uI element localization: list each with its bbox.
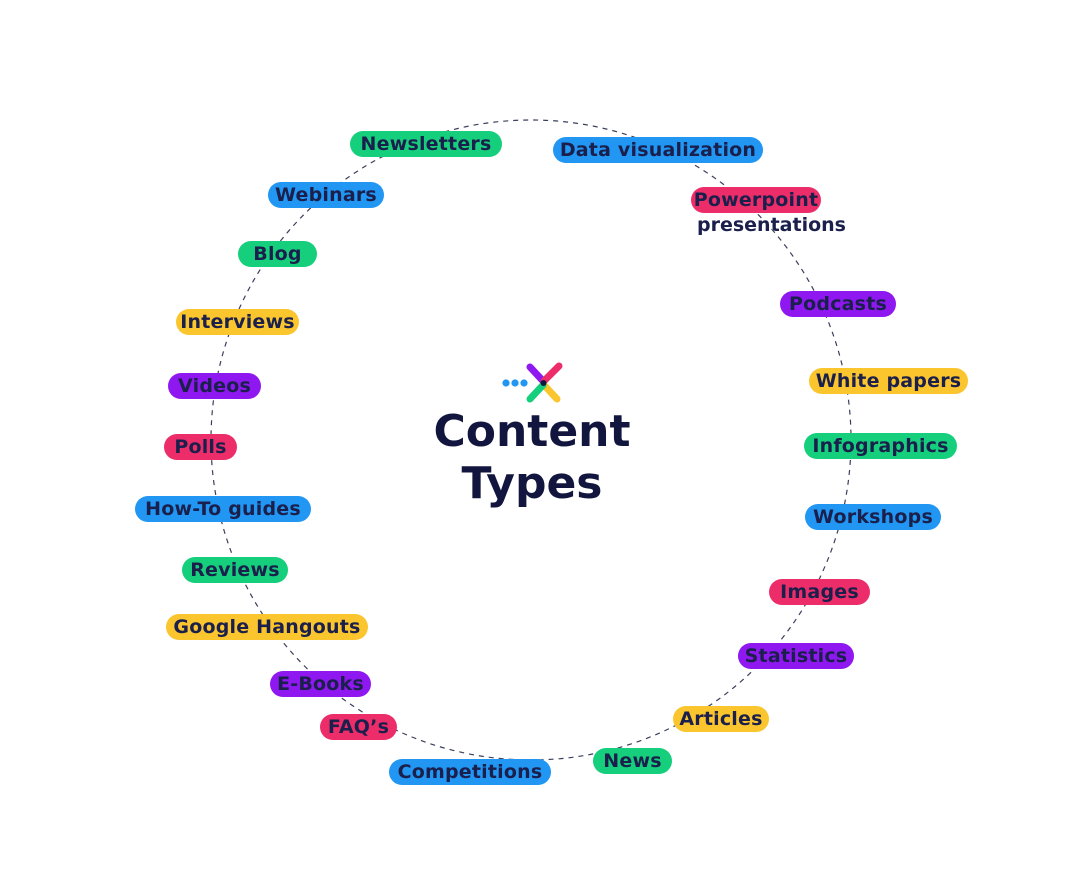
tag-white-papers: White papers <box>809 368 968 394</box>
title-line-2: Types <box>461 458 603 509</box>
tag-podcasts: Podcasts <box>780 291 896 317</box>
tag-reviews: Reviews <box>182 557 288 583</box>
tag-webinars: Webinars <box>268 182 384 208</box>
x-arrow-logo-icon <box>502 362 563 403</box>
tag-news: News <box>593 748 672 774</box>
tag-powerpoint: Powerpoint <box>691 187 821 213</box>
tag-workshops: Workshops <box>805 504 941 530</box>
tag-infographics: Infographics <box>804 433 957 459</box>
title-line-1: Content <box>433 406 631 457</box>
tag-how-to-guides: How-To guides <box>135 496 311 522</box>
tag-google-hangouts: Google Hangouts <box>166 614 368 640</box>
tag-e-books: E-Books <box>270 671 371 697</box>
tag-powerpoint-sublabel: presentations <box>697 214 846 236</box>
tag-newsletters: Newsletters <box>350 131 502 157</box>
tag-videos: Videos <box>168 373 261 399</box>
tag-articles: Articles <box>673 706 769 732</box>
tag-data-visualization: Data visualization <box>553 137 763 163</box>
tag-polls: Polls <box>164 434 237 460</box>
tag-interviews: Interviews <box>176 309 299 335</box>
tag-images: Images <box>769 579 870 605</box>
tag-faqs: FAQ’s <box>320 714 397 740</box>
tag-blog: Blog <box>238 241 317 267</box>
tag-competitions: Competitions <box>389 759 551 785</box>
tag-statistics: Statistics <box>738 643 854 669</box>
